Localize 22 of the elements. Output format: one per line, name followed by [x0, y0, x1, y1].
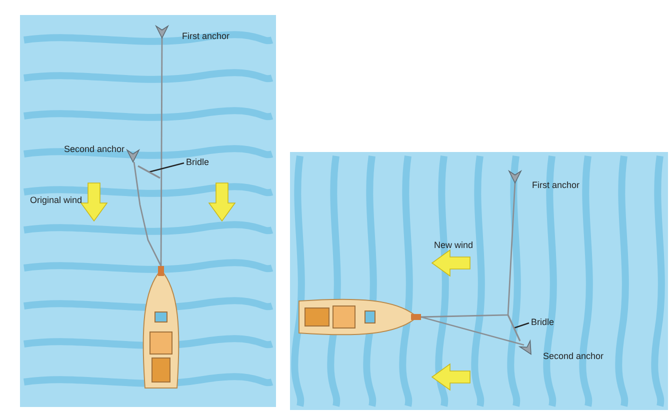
leader-line [148, 162, 184, 173]
boat-drawing [142, 266, 180, 388]
anchor-rope [133, 162, 162, 266]
anchor-icon [126, 148, 140, 163]
anchor-icon [518, 339, 532, 355]
bridle-rope [138, 165, 160, 179]
anchor-label: Second anchor [64, 144, 125, 155]
anchor-label: Second anchor [543, 351, 604, 362]
wind-label: Original wind [30, 195, 82, 206]
anchor-icon [508, 170, 522, 184]
bridle-rope [507, 314, 521, 342]
anchor-icon [154, 24, 170, 39]
boat-drawing [298, 298, 421, 336]
anchor-rope [420, 182, 516, 318]
part-label: Bridle [186, 157, 210, 168]
anchor-label: First anchor [182, 31, 230, 42]
anchor-rope [160, 38, 163, 266]
part-label: Bridle [531, 317, 554, 328]
anchor-label: First anchor [532, 180, 580, 191]
wind-label: New wind [434, 240, 474, 251]
leader-line [514, 322, 530, 329]
anchor-rope [420, 316, 524, 346]
